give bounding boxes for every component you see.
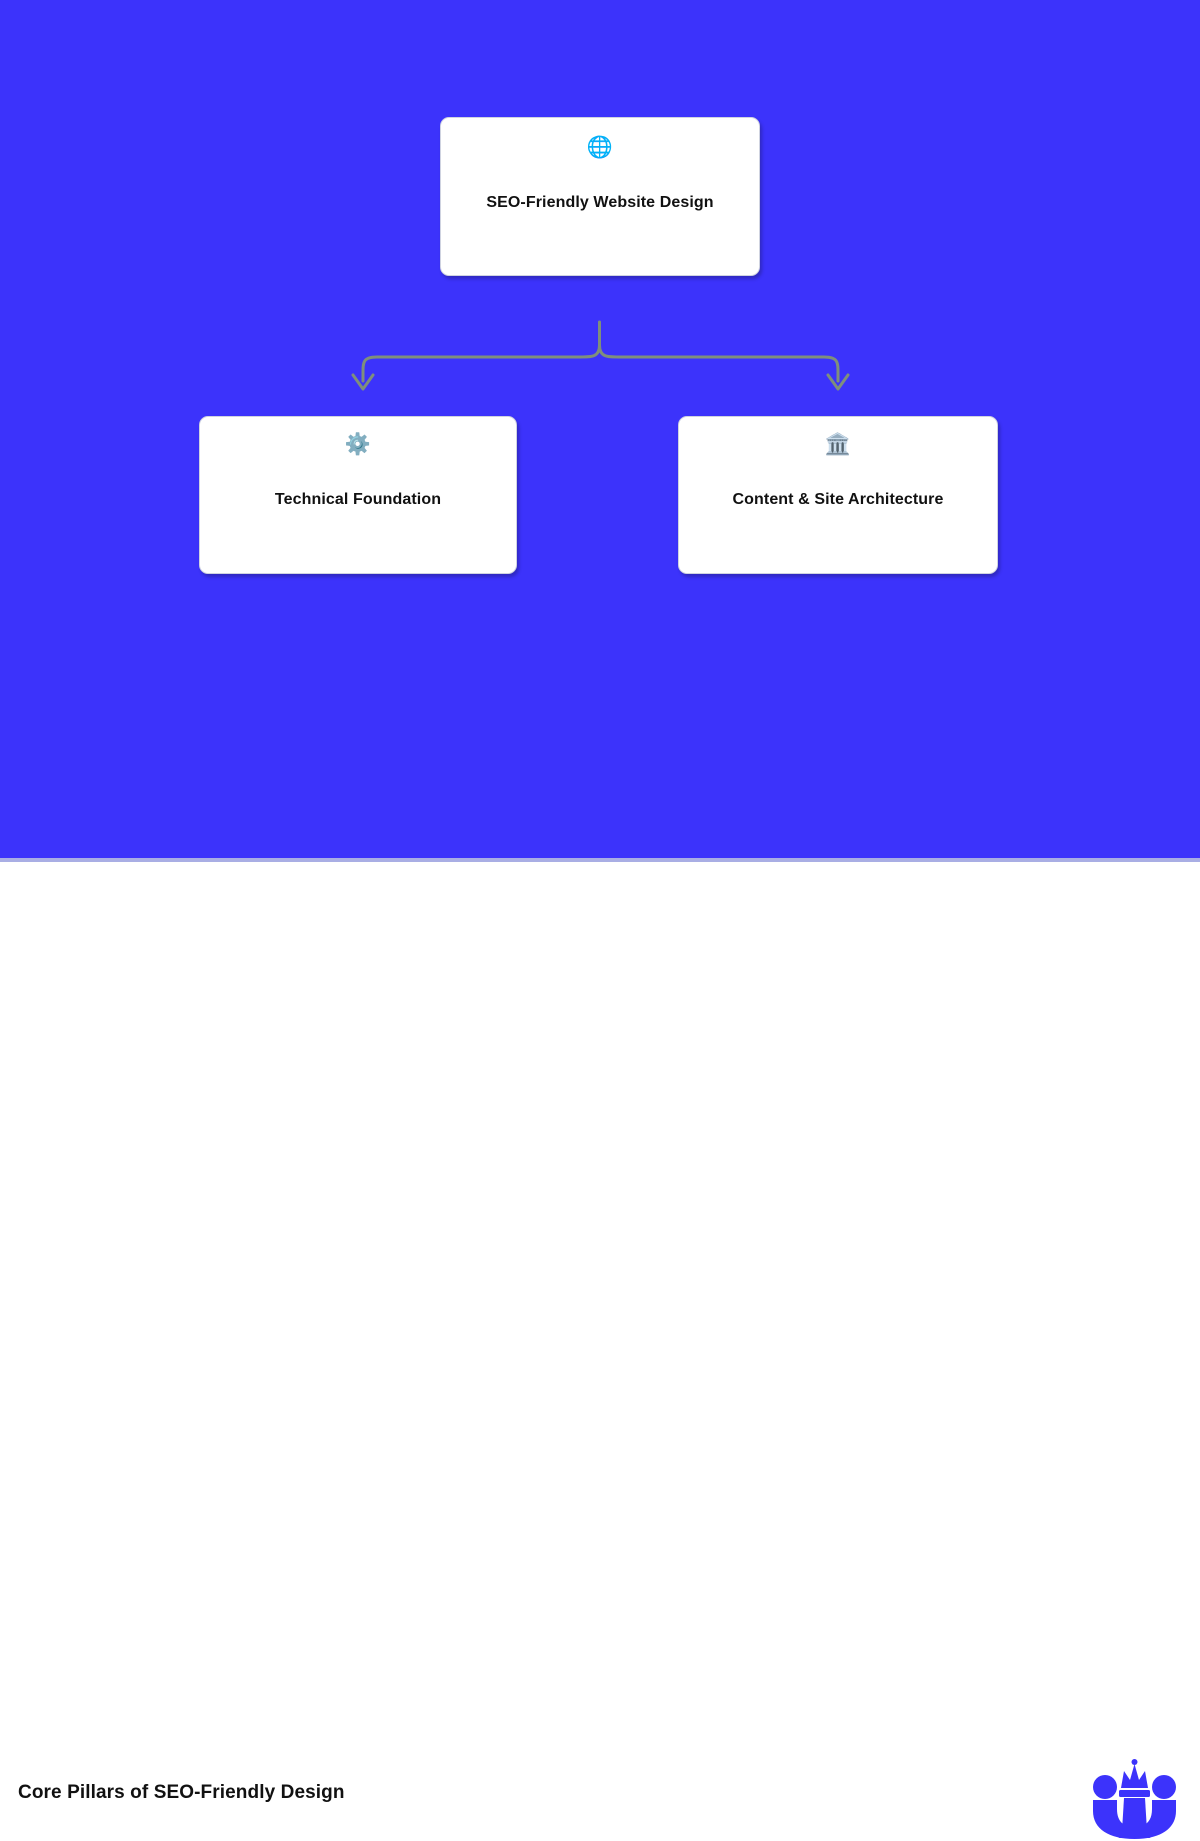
arrowhead-left-icon: [351, 373, 375, 391]
diagram-canvas: 🌐 SEO-Friendly Website Design ⚙️ Technic…: [0, 0, 1200, 858]
node-root-label: SEO-Friendly Website Design: [486, 194, 714, 211]
node-content-site-architecture[interactable]: 🏛️ Content & Site Architecture: [678, 416, 998, 574]
gear-icon: ⚙️: [344, 433, 372, 456]
footer-bar: Core Pillars of SEO-Friendly Design: [0, 862, 1200, 1841]
classical-building-icon: 🏛️: [824, 433, 852, 456]
chess-queen-pawns-logo: [1092, 1759, 1177, 1841]
arrowhead-right-icon: [826, 373, 850, 391]
node-root[interactable]: 🌐 SEO-Friendly Website Design: [440, 117, 760, 276]
node-technical-foundation-label: Technical Foundation: [274, 491, 442, 508]
footer-divider: [0, 858, 1200, 862]
node-content-site-architecture-label: Content & Site Architecture: [732, 491, 944, 508]
node-technical-foundation[interactable]: ⚙️ Technical Foundation: [199, 416, 517, 574]
connector-branch-left: [361, 343, 601, 383]
footer-title: Core Pillars of SEO-Friendly Design: [18, 1782, 345, 1803]
connector-branch-right: [598, 343, 840, 383]
globe-icon: 🌐: [586, 136, 614, 159]
